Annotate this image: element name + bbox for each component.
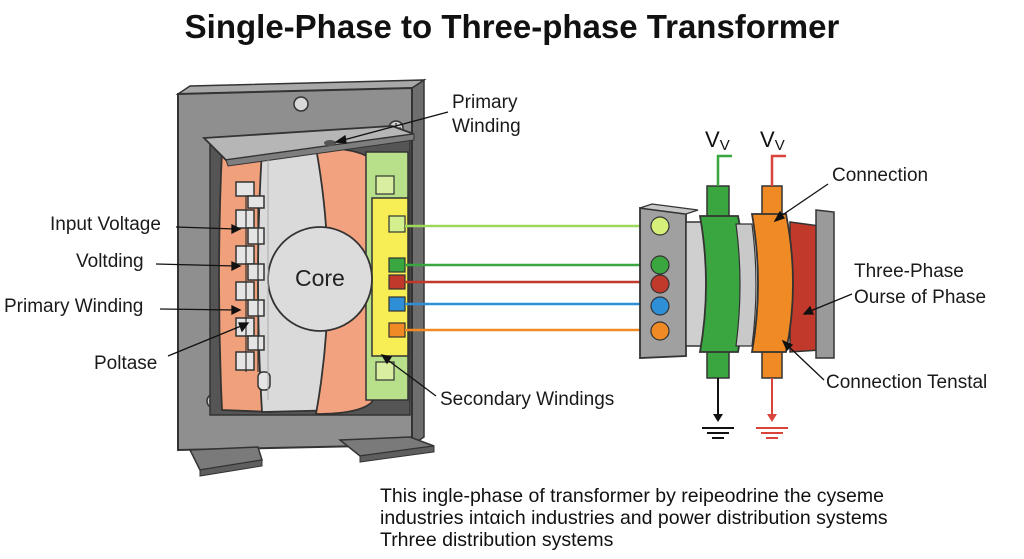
caption-line3: Trhree distribution systems [380, 529, 614, 551]
terminal-dot-red [650, 274, 670, 294]
input-voltage-label: Input Voltage [50, 214, 161, 235]
coil-assembly [201, 125, 415, 416]
voltage-label-right-main: V [760, 127, 775, 152]
terminal-dot-blue [650, 296, 670, 316]
caption: This ingle-phase of transformer by reipe… [380, 485, 888, 551]
voltding-label: Voltding [76, 251, 144, 272]
terminal-dot-lightgreen [650, 216, 670, 236]
terminal-blue [388, 296, 406, 312]
secondary-windings-label: Secondary Windings [440, 389, 615, 410]
page-title: Single-Phase to Three-phase Transformer [184, 8, 840, 45]
lead-red-top [770, 154, 786, 186]
mounting-feet [188, 436, 435, 477]
primary-winding-top-label: Primary Winding [452, 91, 521, 139]
voltage-label-left: VV [705, 127, 730, 154]
primary-winding-top-line1: Primary [452, 92, 518, 113]
three-phase-label: Three-Phase Ourse of Phase [854, 259, 986, 311]
phase-plate-orange [750, 213, 794, 353]
lead-green-top [716, 154, 732, 186]
terminal-orange [388, 322, 406, 338]
leader-lines [155, 111, 853, 397]
terminal-dot-orange [650, 321, 670, 341]
core-label: Core [295, 265, 345, 291]
poltase-label: Poltase [94, 353, 158, 374]
caption-line2: industries intαich industries and power … [380, 507, 888, 529]
connection-wires [405, 224, 648, 332]
terminal-dot-green [650, 255, 670, 275]
ground-icon [756, 427, 788, 439]
mounting-hole-icon [293, 96, 309, 112]
caption-line1: This ingle-phase of transformer by reipe… [380, 485, 884, 507]
primary-winding-top-line2: Winding [452, 116, 521, 137]
connection-tenstal-label: Connection Tenstal [826, 372, 988, 393]
voltage-label-left-main: V [705, 127, 720, 152]
three-phase-line2: Ourse of Phase [854, 287, 987, 308]
voltage-label-right: VV [760, 127, 785, 154]
three-phase-line1: Three-Phase [854, 261, 964, 282]
ground-icon [702, 427, 734, 439]
terminal-lightgreen [388, 215, 406, 233]
voltage-label-right-sub: V [774, 137, 785, 154]
terminal-green [388, 257, 406, 273]
connection-label: Connection [832, 165, 929, 186]
primary-winding-left-label: Primary Winding [4, 296, 144, 317]
voltage-label-left-sub: V [719, 137, 730, 154]
three-phase-assembly [639, 154, 835, 439]
primary-winding-tabs [235, 181, 271, 391]
terminal-red [388, 274, 406, 290]
